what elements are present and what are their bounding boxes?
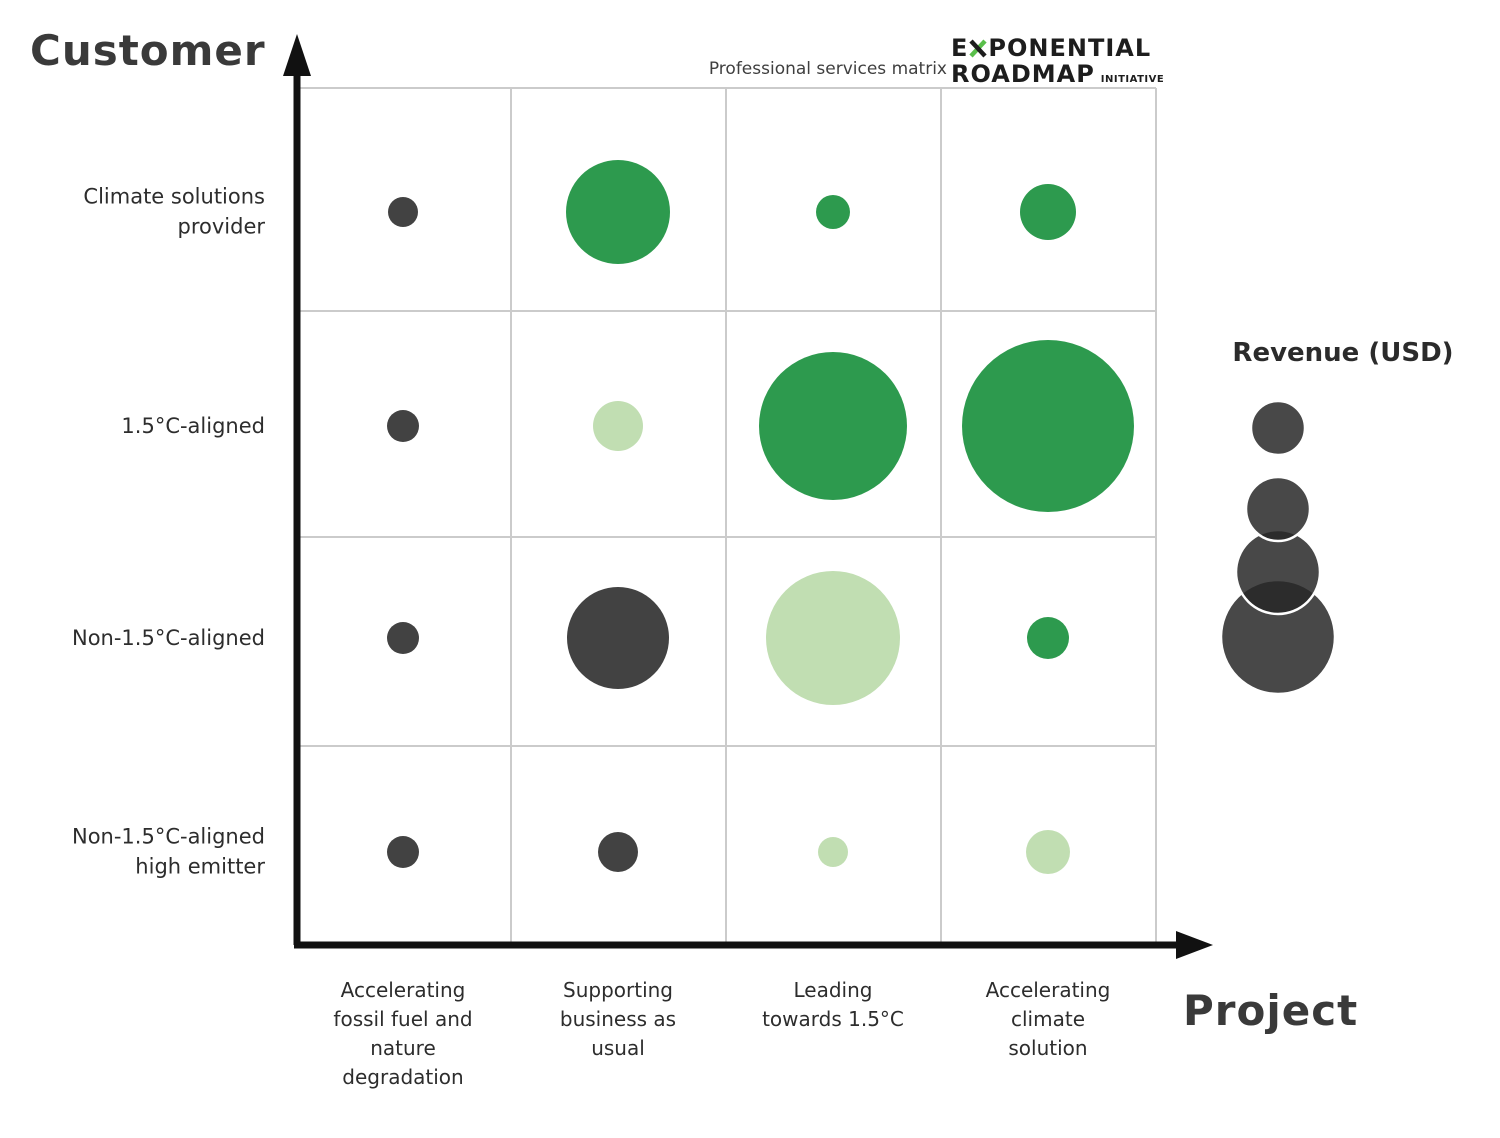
bubble-r2-c0-dark — [387, 622, 419, 654]
y-axis-title: Customer — [30, 26, 266, 75]
col-label-leading-towards-1-5c: Leading towards 1.5°C — [762, 978, 904, 1031]
row-label-climate-solutions-provider: Climate solutions provider — [83, 184, 265, 239]
bubble-r3-c2-light_green — [818, 837, 848, 867]
x-axis-title: Project — [1183, 986, 1359, 1035]
bubble-r3-c3-light_green — [1026, 830, 1070, 874]
logo-line-roadmap: ROADMAP INITIATIVE — [951, 62, 1164, 86]
legend-title: Revenue (USD) — [1232, 338, 1454, 368]
bubble-r0-c0-dark — [388, 197, 418, 227]
chart-subtitle: Professional services matrix — [708, 59, 947, 79]
y-axis-arrowhead — [283, 34, 311, 76]
bubble-r0-c1-green — [566, 160, 670, 264]
bubble-r1-c0-dark — [387, 410, 419, 442]
bubble-r2-c1-dark — [567, 587, 669, 689]
bubble-r3-c1-dark — [598, 832, 638, 872]
col-label-accelerating-fossil-fuel: Accelerating fossil fuel and nature degr… — [333, 978, 473, 1089]
exponential-roadmap-logo: E PONENTIAL ROADMAP INITIATIVE — [951, 36, 1164, 86]
row-label-non-1-5c-aligned: Non-1.5°C-aligned — [71, 625, 265, 650]
bubble-r2-c3-green — [1027, 617, 1069, 659]
row-label-non-1-5c-aligned-high-emitter: Non-1.5°C-aligned high emitter — [71, 824, 265, 879]
x-axis-arrowhead — [1176, 931, 1213, 959]
legend-circle-1 — [1244, 475, 1312, 543]
bubble-r3-c0-dark — [387, 836, 419, 868]
bubble-r0-c2-green — [816, 195, 850, 229]
legend-circle-2 — [1234, 528, 1322, 616]
col-label-supporting-business-as-usual: Supporting business as usual — [559, 978, 677, 1060]
logo-line-exponential: E PONENTIAL — [951, 36, 1164, 60]
row-label-1-5c-aligned: 1.5°C-aligned — [121, 413, 265, 438]
logo-text-ponential: PONENTIAL — [988, 34, 1152, 62]
bubble-r1-c2-green — [759, 352, 907, 500]
logo-text-initiative: INITIATIVE — [1100, 74, 1165, 85]
bubble-r0-c3-green — [1020, 184, 1076, 240]
logo-x-icon — [969, 38, 988, 58]
bubble-r1-c1-light_green — [593, 401, 643, 451]
bubble-r2-c2-light_green — [766, 571, 900, 705]
logo-text-roadmap: ROADMAP — [951, 60, 1095, 88]
logo-text-e: E — [951, 34, 969, 62]
bubble-r1-c3-green — [962, 340, 1134, 512]
legend-circle-0 — [1249, 399, 1307, 457]
col-label-accelerating-climate-solution: Accelerating climate solution — [985, 978, 1111, 1060]
